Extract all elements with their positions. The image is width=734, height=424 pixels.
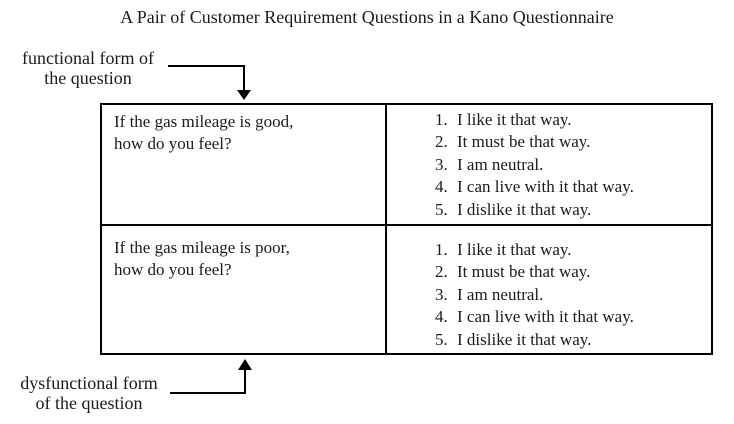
functional-form-label-line2: the question <box>44 68 132 88</box>
functional-form-label-line1: functional form of <box>22 48 154 68</box>
option-number: 2. <box>435 132 448 152</box>
option-item: 4. I can live with it that way. <box>435 306 711 328</box>
option-number: 3. <box>435 154 448 174</box>
option-text: I like it that way. <box>457 240 572 259</box>
options-cell-dysfunctional: 1. I like it that way. 2. It must be tha… <box>387 226 711 353</box>
option-text: I am neutral. <box>457 154 544 174</box>
option-number: 2. <box>435 262 448 282</box>
option-number: 1. <box>435 240 448 259</box>
option-text: It must be that way. <box>457 132 591 152</box>
option-number: 4. <box>435 177 448 197</box>
option-text: I can live with it that way. <box>457 177 634 197</box>
option-text: I like it that way. <box>457 110 572 129</box>
option-number: 4. <box>435 307 448 327</box>
option-item: 2. It must be that way. <box>435 131 711 153</box>
question-functional-line1: If the gas mileage is good, <box>114 112 294 131</box>
dysfunctional-form-label-line1: dysfunctional form <box>20 373 158 393</box>
option-text: I am neutral. <box>457 284 544 304</box>
option-item: 3. I am neutral. <box>435 284 711 306</box>
functional-form-arrow <box>168 65 251 100</box>
option-item: 2. It must be that way. <box>435 261 711 283</box>
option-number: 5. <box>435 199 448 219</box>
option-text: I can live with it that way. <box>457 307 634 327</box>
option-number: 1. <box>435 110 448 129</box>
option-number: 3. <box>435 284 448 304</box>
dysfunctional-form-arrow <box>170 359 252 394</box>
options-cell-functional: 1. I like it that way. 2. It must be tha… <box>387 105 711 226</box>
dysfunctional-form-label: dysfunctional form of the question <box>6 373 172 413</box>
question-cell-dysfunctional: If the gas mileage is poor, how do you f… <box>102 226 387 353</box>
dysfunctional-form-label-line2: of the question <box>35 393 143 413</box>
question-cell-functional: If the gas mileage is good, how do you f… <box>102 105 387 226</box>
question-dysfunctional-line2: how do you feel? <box>114 260 232 279</box>
option-text: I dislike it that way. <box>457 329 592 349</box>
option-item: 1. I like it that way. <box>435 109 711 131</box>
question-dysfunctional-line1: If the gas mileage is poor, <box>114 238 290 257</box>
option-item: 1. I like it that way. <box>435 239 711 261</box>
option-item: 3. I am neutral. <box>435 154 711 176</box>
option-text: It must be that way. <box>457 262 591 282</box>
question-table: If the gas mileage is good, how do you f… <box>100 103 713 355</box>
question-functional-line2: how do you feel? <box>114 134 232 153</box>
functional-form-label: functional form of the question <box>8 48 168 88</box>
option-item: 5. I dislike it that way. <box>435 199 711 221</box>
option-text: I dislike it that way. <box>457 199 592 219</box>
figure-title: A Pair of Customer Requirement Questions… <box>120 7 614 27</box>
option-item: 5. I dislike it that way. <box>435 329 711 351</box>
option-number: 5. <box>435 329 448 349</box>
option-item: 4. I can live with it that way. <box>435 176 711 198</box>
